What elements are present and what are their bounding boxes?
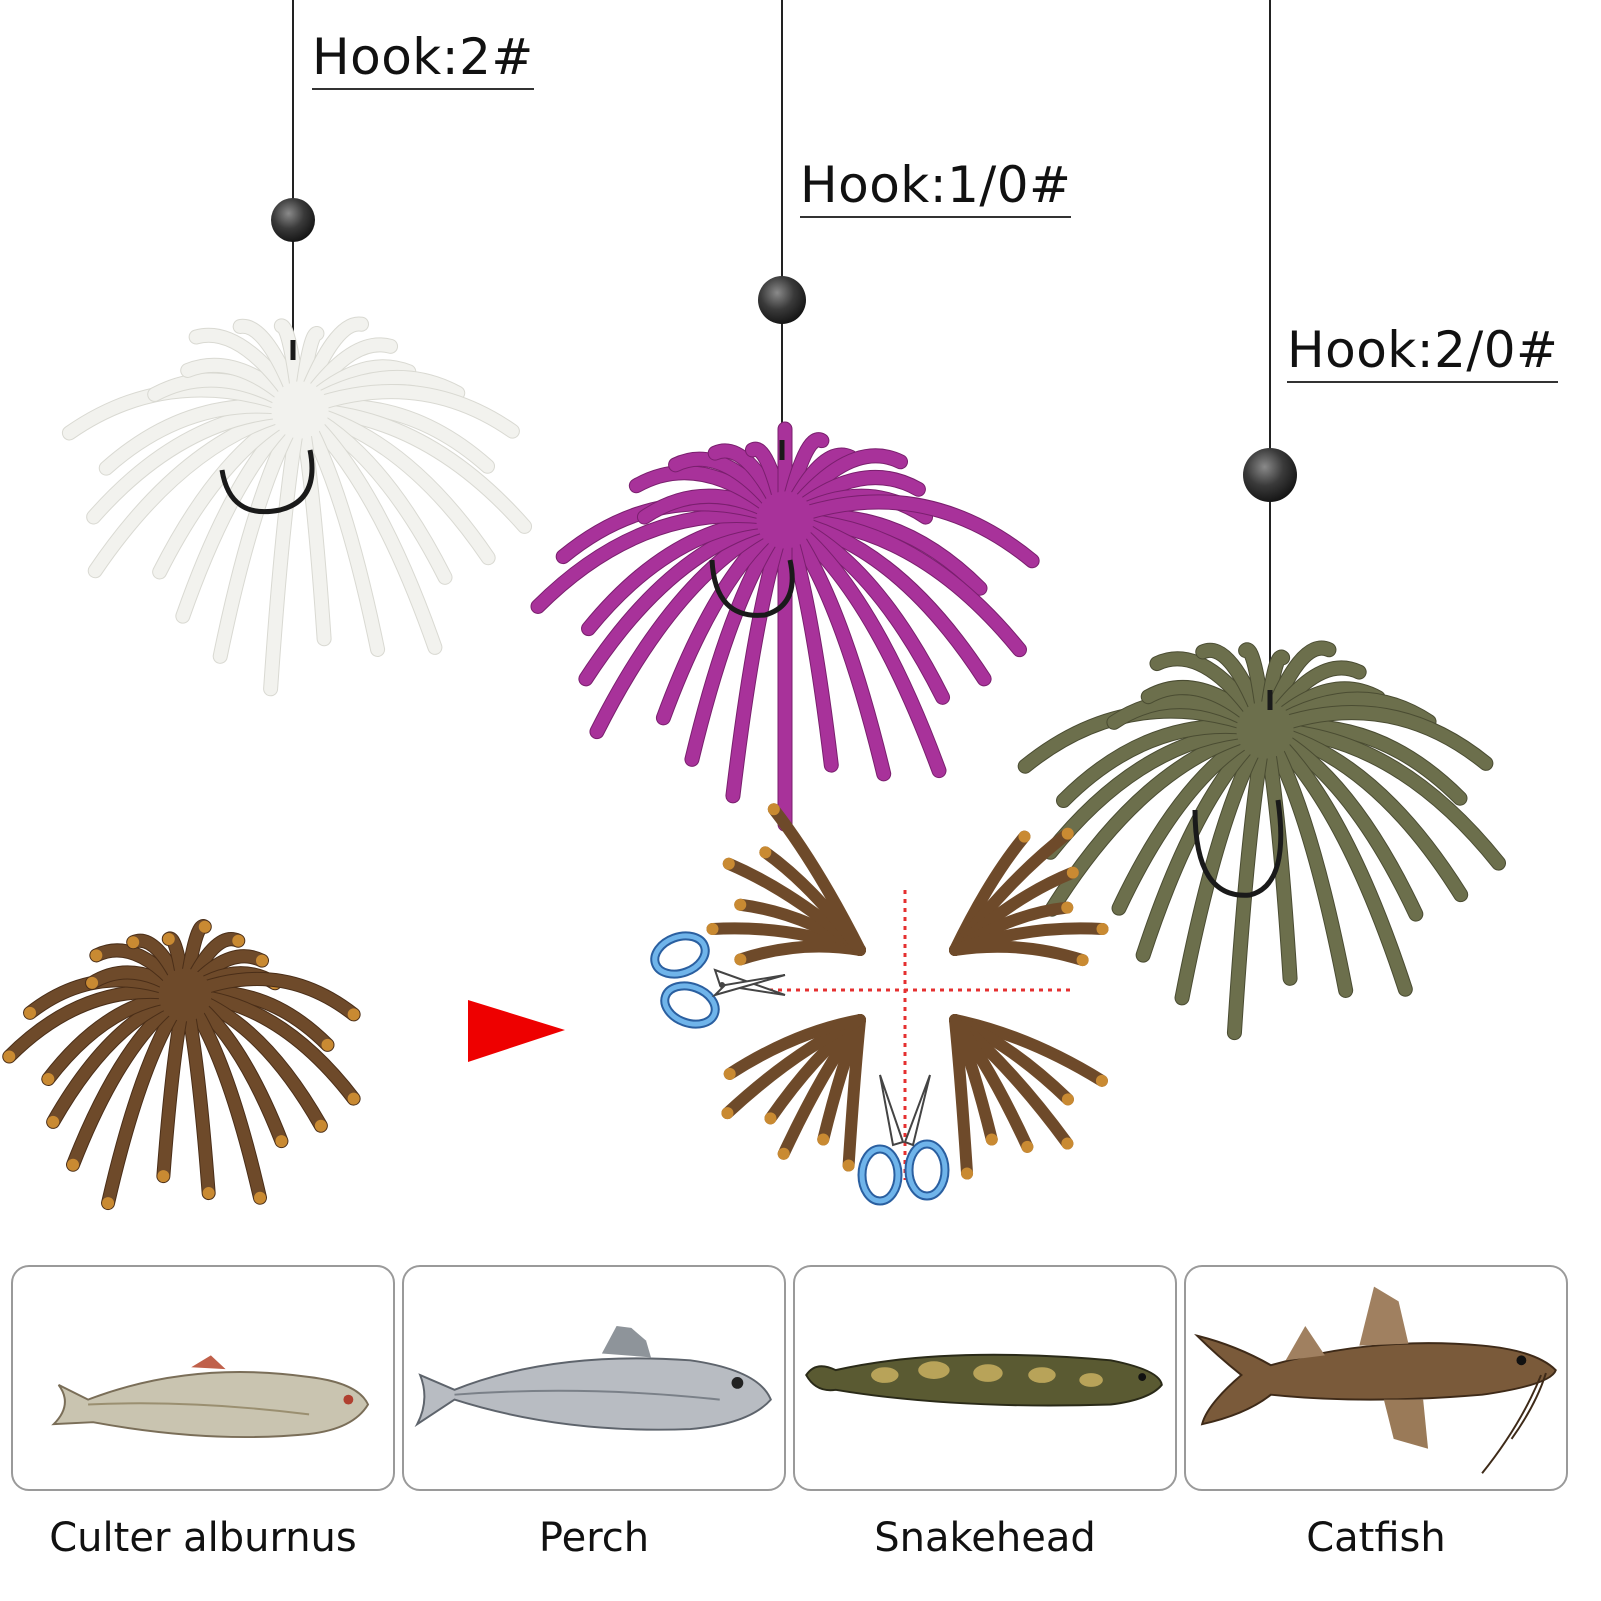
tentacle-tip (722, 857, 735, 870)
brown-skirt-lure-full (2, 919, 361, 1211)
tentacle-tip (162, 932, 175, 945)
fish-card (402, 1265, 786, 1491)
fish-card (11, 1265, 395, 1491)
hook-icon (219, 340, 315, 515)
tentacle-tip (1095, 1074, 1108, 1087)
tentacle-tip (1066, 866, 1079, 879)
tentacle-tip (67, 1158, 80, 1171)
tentacle-tip (723, 1067, 736, 1080)
tentacle-tip (198, 920, 211, 933)
tentacle-tip (255, 954, 268, 967)
tentacle-tip (721, 1107, 734, 1120)
tentacle-tip (90, 949, 103, 962)
tentacle-tip (1096, 923, 1109, 936)
tentacle-tip (1061, 1137, 1074, 1150)
tentacle-tip (3, 1050, 16, 1063)
fish-name-label: Culter alburnus (49, 1515, 357, 1561)
purple-skirt-lure (530, 421, 1040, 832)
tentacle-tip (759, 846, 772, 859)
skirt-body (271, 381, 329, 439)
hook-icon (709, 440, 795, 618)
fish-card (1184, 1265, 1568, 1491)
tentacle-tip (102, 1197, 115, 1210)
tentacle-tip (157, 1170, 170, 1183)
fish-name-label: Snakehead (874, 1515, 1096, 1561)
tentacle-tip (764, 1112, 777, 1125)
sinker-icon (758, 276, 806, 324)
skirt-tentacle (293, 385, 519, 438)
hook-size-label: Hook:2# (312, 32, 534, 90)
green-skirt-lure (1017, 640, 1507, 1041)
tentacle-tip (42, 1072, 55, 1085)
fish-icon (805, 1353, 1163, 1407)
skirt-tentacle (723, 1014, 866, 1080)
tentacle-tip (314, 1119, 327, 1132)
tentacle-tip (734, 953, 747, 966)
tentacle-tip (961, 1167, 974, 1180)
tentacle-tip (47, 1115, 60, 1128)
skirt-tentacle (949, 1014, 974, 1180)
tentacle-tip (817, 1133, 830, 1146)
tentacle-tip (275, 1135, 288, 1148)
tentacle-tip (1061, 901, 1074, 914)
tentacle-tip (1061, 827, 1074, 840)
tentacle-tip (253, 1191, 266, 1204)
tentacle-tip (985, 1133, 998, 1146)
skirt-body (158, 968, 212, 1022)
fish-card (793, 1265, 1177, 1491)
tentacle-tip (347, 1008, 360, 1021)
hook-size-label: Hook:1/0# (800, 160, 1072, 218)
tentacle-tip (1018, 830, 1031, 843)
skirt-body (1236, 701, 1294, 759)
tentacle-tip (767, 803, 780, 816)
skirt-tentacle (767, 803, 866, 956)
skirt-tentacle (778, 495, 1039, 568)
arrow-icon (468, 1000, 565, 1062)
tentacle-tip (347, 1092, 360, 1105)
hook-size-label: Hook:2/0# (1287, 325, 1559, 383)
sinker-icon (271, 198, 315, 242)
tentacle-tip (1076, 954, 1089, 967)
tentacle-tip (842, 1159, 855, 1172)
tentacle-tip (202, 1187, 215, 1200)
tentacle-tip (321, 1038, 334, 1051)
fish-icon (1194, 1286, 1557, 1474)
tentacle-tip (127, 936, 140, 949)
sinker-icon (1243, 448, 1297, 502)
fish-icon (51, 1355, 370, 1439)
scissors-icon (857, 1074, 950, 1206)
tentacle-tip (86, 976, 99, 989)
tentacle-tip (1061, 1093, 1074, 1106)
hook-icon (1192, 690, 1284, 898)
skirt-body (756, 491, 814, 549)
tentacle-tip (706, 923, 719, 936)
fish-name-label: Perch (538, 1515, 650, 1561)
skirt-tentacle (949, 940, 1089, 967)
tentacle-tip (777, 1147, 790, 1160)
skirt-tentacle (1258, 706, 1493, 770)
tentacle-tip (1021, 1140, 1034, 1153)
tentacle-tip (734, 898, 747, 911)
fish-icon (414, 1325, 772, 1431)
tentacle-tip (232, 934, 245, 947)
fish-name-label: Catfish (1306, 1515, 1446, 1561)
brown-skirt-lure-trimmed (706, 803, 1109, 1180)
white-skirt-lure (61, 316, 533, 697)
tentacle-tip (24, 1006, 37, 1019)
scissors-icon (650, 931, 786, 1029)
